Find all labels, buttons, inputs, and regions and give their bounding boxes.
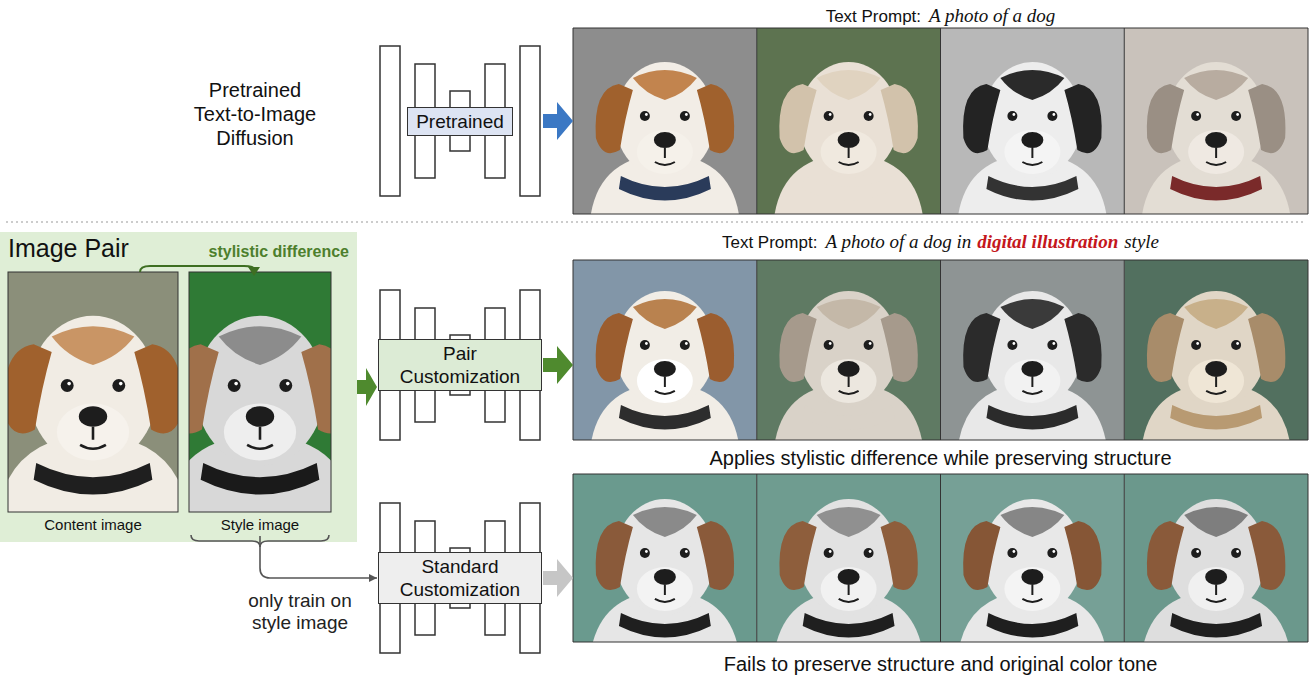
prompt-highlight: digital illustration bbox=[977, 230, 1118, 254]
content-image: Content image bbox=[8, 272, 178, 536]
model-block: Standard Customization bbox=[377, 503, 543, 653]
image-grid bbox=[573, 260, 1308, 440]
dog-illustration bbox=[1124, 257, 1308, 443]
strip-caption: Fails to preserve structure and original… bbox=[573, 652, 1308, 676]
image-grid bbox=[573, 28, 1308, 214]
dog-illustration bbox=[941, 257, 1125, 443]
model-block: Pair Customization bbox=[377, 290, 543, 440]
output-strip: Text Prompt: A photo of a dog bbox=[573, 4, 1308, 216]
prompt-heading: Text Prompt: bbox=[722, 231, 817, 255]
block-arrow bbox=[357, 368, 377, 406]
dog-illustration bbox=[941, 465, 1125, 651]
separator-line bbox=[6, 221, 1306, 222]
prompt-text: style bbox=[1124, 230, 1159, 254]
model-label: Pretrained bbox=[407, 107, 513, 136]
label-holder: Pretrained Text-to-Image Diffusion bbox=[185, 78, 325, 150]
dog-illustration bbox=[757, 257, 941, 443]
prompt-heading: Text Prompt: bbox=[826, 5, 921, 29]
edge-label-holder: only train on style image bbox=[235, 590, 365, 634]
block-arrow bbox=[543, 346, 573, 384]
photo-frame bbox=[189, 272, 331, 512]
model-label: Standard Customization bbox=[378, 552, 542, 604]
photo-frame bbox=[8, 272, 178, 512]
image-grid bbox=[573, 474, 1308, 642]
strip-caption: Applies stylistic difference while prese… bbox=[573, 446, 1308, 470]
arrow-head bbox=[248, 267, 260, 276]
image-caption: Content image bbox=[8, 516, 178, 534]
prompt-text: A photo of a dog in bbox=[825, 230, 971, 254]
model-block: Pretrained bbox=[377, 46, 543, 196]
unet-symbol bbox=[380, 46, 540, 196]
panel-title: Image Pair bbox=[8, 234, 129, 262]
difference-arrow bbox=[140, 266, 254, 272]
dog-photo bbox=[940, 28, 1124, 214]
edge-label: only train on style image bbox=[235, 590, 365, 634]
style-image: Style image bbox=[189, 272, 331, 536]
panel-subtitle: stylistic difference bbox=[209, 242, 350, 261]
image-pair-panel: Image Pair stylistic differenceContent im… bbox=[0, 232, 357, 542]
image-caption: Style image bbox=[189, 516, 331, 534]
dog-photo bbox=[1124, 28, 1308, 214]
prompt-row: Text Prompt: A photo of a dog bbox=[573, 4, 1308, 28]
output-strip: Fails to preserve structure and original… bbox=[573, 472, 1308, 676]
prompt-row: Text Prompt: A photo of a dog indigital i… bbox=[573, 230, 1308, 254]
connector-line bbox=[260, 536, 377, 578]
dog-photo bbox=[757, 28, 941, 214]
output-strip: Text Prompt: A photo of a dog indigital i… bbox=[573, 230, 1308, 470]
block-arrow bbox=[543, 102, 573, 140]
style-illustration bbox=[141, 272, 378, 512]
content-photo bbox=[0, 272, 212, 512]
block-arrow bbox=[543, 559, 573, 597]
dog-illustration bbox=[573, 257, 757, 443]
row-heading: Pretrained Text-to-Image Diffusion bbox=[185, 78, 325, 150]
dog-illustration bbox=[1124, 465, 1308, 651]
dog-photo bbox=[573, 28, 757, 214]
dog-illustration bbox=[573, 465, 757, 651]
model-label: Pair Customization bbox=[378, 339, 542, 391]
dog-illustration bbox=[757, 465, 941, 651]
prompt-text: A photo of a dog bbox=[929, 4, 1055, 28]
